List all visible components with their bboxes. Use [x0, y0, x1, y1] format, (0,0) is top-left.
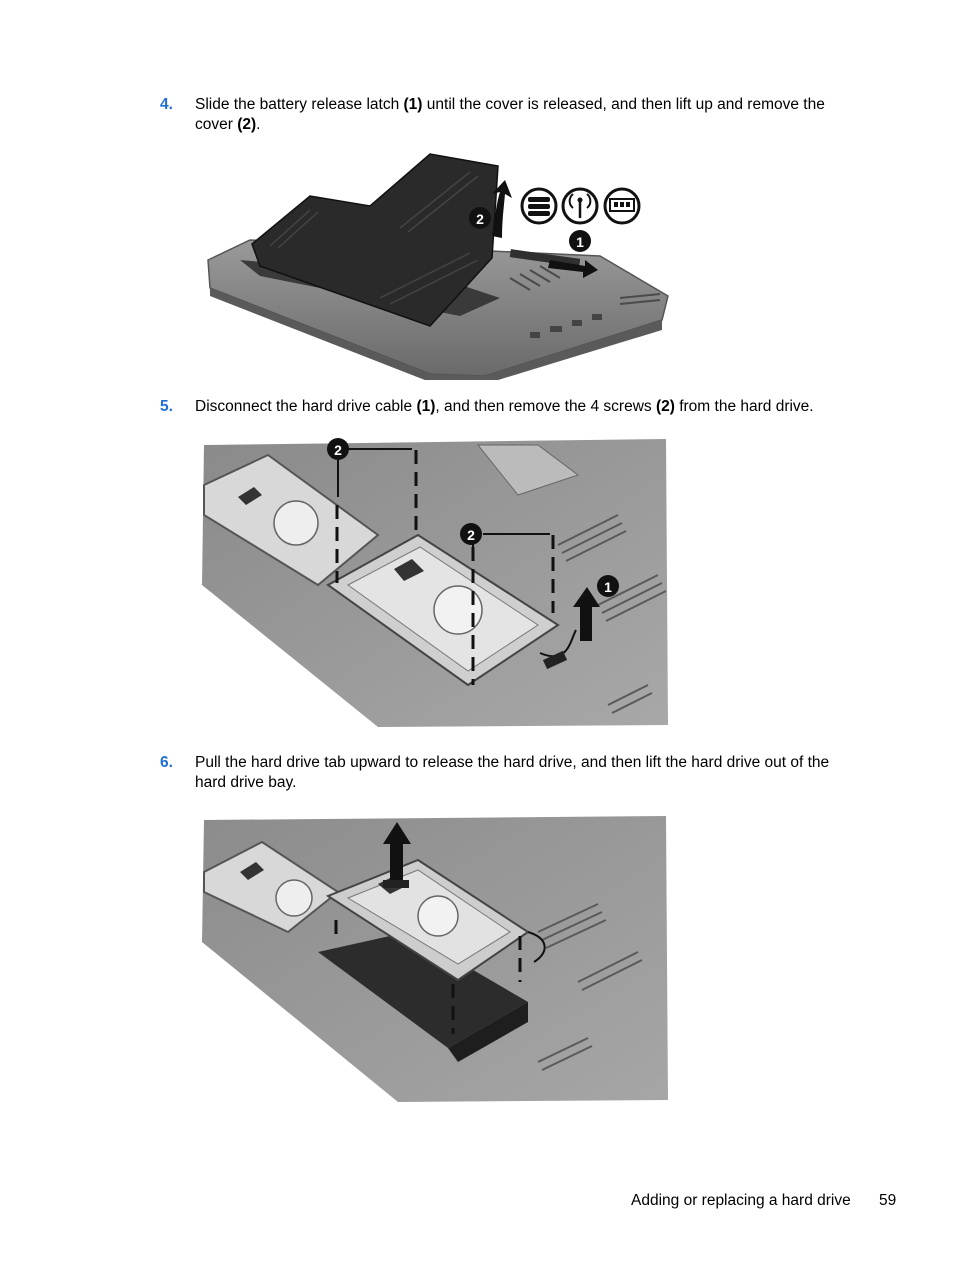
callout-2 — [327, 438, 349, 460]
step-4: 4. Slide the battery release latch (1) u… — [160, 95, 860, 134]
callout-2 — [460, 523, 482, 545]
step-number: 4. — [160, 96, 173, 113]
memory-module-icon — [603, 187, 641, 225]
svg-text:1: 1 — [576, 234, 584, 250]
svg-text:1: 1 — [604, 579, 612, 595]
svg-text:2: 2 — [467, 527, 475, 543]
step-6: 6. Pull the hard drive tab upward to rel… — [160, 753, 860, 792]
battery-icon — [520, 187, 558, 225]
callout-1 — [597, 575, 619, 597]
step-text: Slide the battery release latch (1) unti… — [195, 96, 825, 133]
figure-remove-screws: 2 2 1 — [202, 438, 668, 727]
step-number: 5. — [160, 398, 173, 415]
footer-section-title: Adding or replacing a hard drive — [631, 1192, 851, 1209]
figure-lift-hard-drive — [202, 816, 668, 1102]
callout-1 — [569, 230, 591, 252]
callout-2 — [469, 207, 491, 229]
step-number: 6. — [160, 754, 173, 771]
svg-text:2: 2 — [334, 442, 342, 458]
step-text: Pull the hard drive tab upward to releas… — [195, 754, 830, 791]
step-text: Disconnect the hard drive cable (1), and… — [195, 398, 814, 415]
step-5: 5. Disconnect the hard drive cable (1), … — [160, 397, 860, 417]
figure-remove-cover: 2 1 — [207, 153, 669, 380]
wireless-antenna-icon — [561, 187, 599, 225]
svg-text:2: 2 — [476, 211, 484, 227]
page-number: 59 — [879, 1192, 897, 1209]
